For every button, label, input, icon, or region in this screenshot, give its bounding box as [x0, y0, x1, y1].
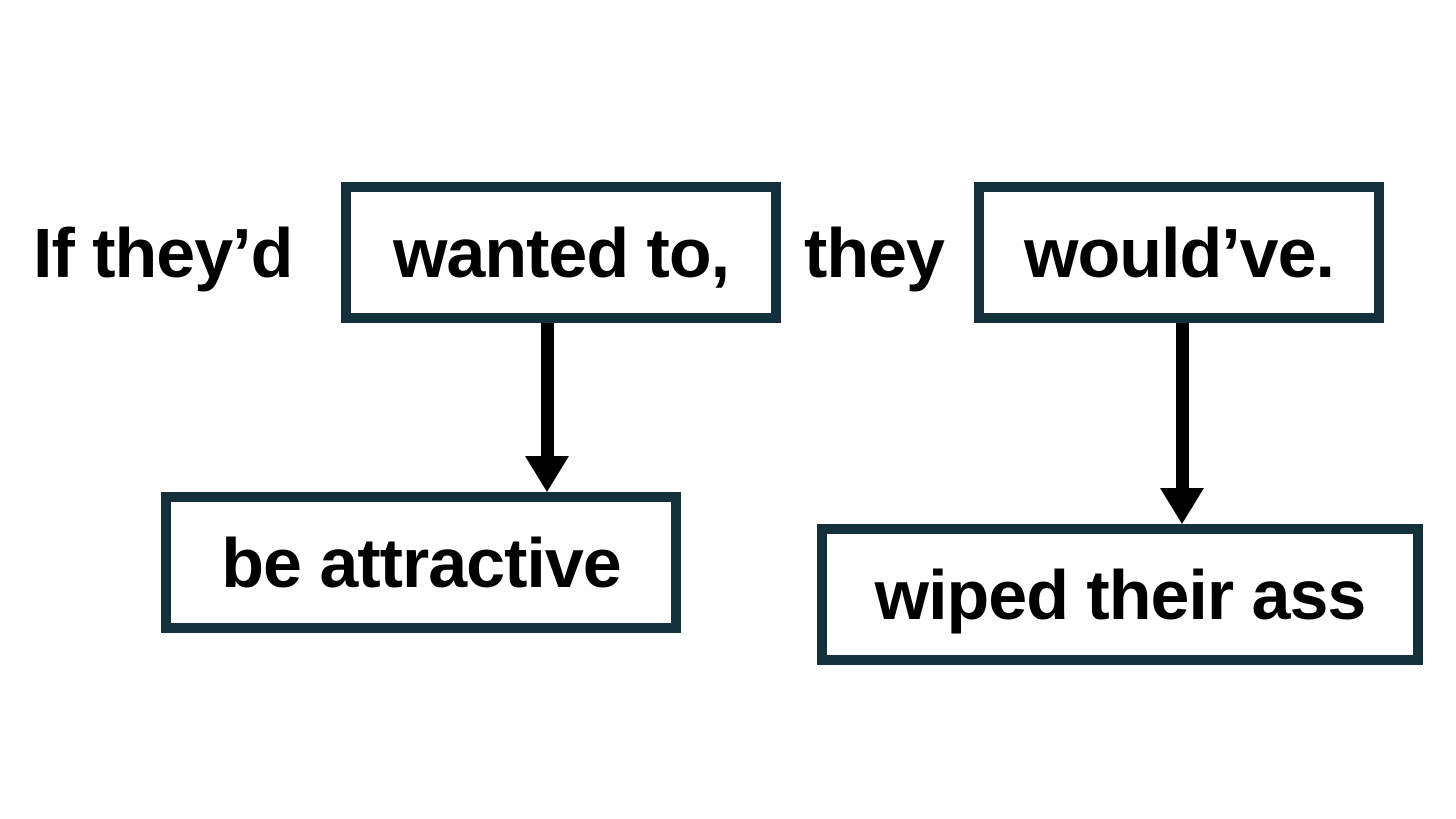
- arrow-shaft: [540, 323, 554, 456]
- arrow-shaft: [1175, 323, 1189, 488]
- arrow-head: [1160, 488, 1204, 524]
- box-be-attractive-label: be attractive: [221, 523, 621, 602]
- sentence-middle-text: they: [804, 213, 945, 292]
- arrow-head: [525, 456, 569, 492]
- box-be-attractive: be attractive: [161, 492, 681, 633]
- sentence-prefix-text: If they’d: [33, 213, 293, 292]
- box-wanted-to: wanted to,: [341, 182, 781, 323]
- box-wiped-their-ass-label: wiped their ass: [874, 555, 1367, 634]
- box-wanted-to-label: wanted to,: [392, 213, 730, 292]
- box-wouldve-label: would’ve.: [1024, 213, 1335, 292]
- arrow-down-icon: [525, 323, 569, 492]
- box-wiped-their-ass: wiped their ass: [817, 524, 1423, 665]
- box-wouldve: would’ve.: [974, 182, 1384, 323]
- arrow-down-icon: [1160, 323, 1204, 524]
